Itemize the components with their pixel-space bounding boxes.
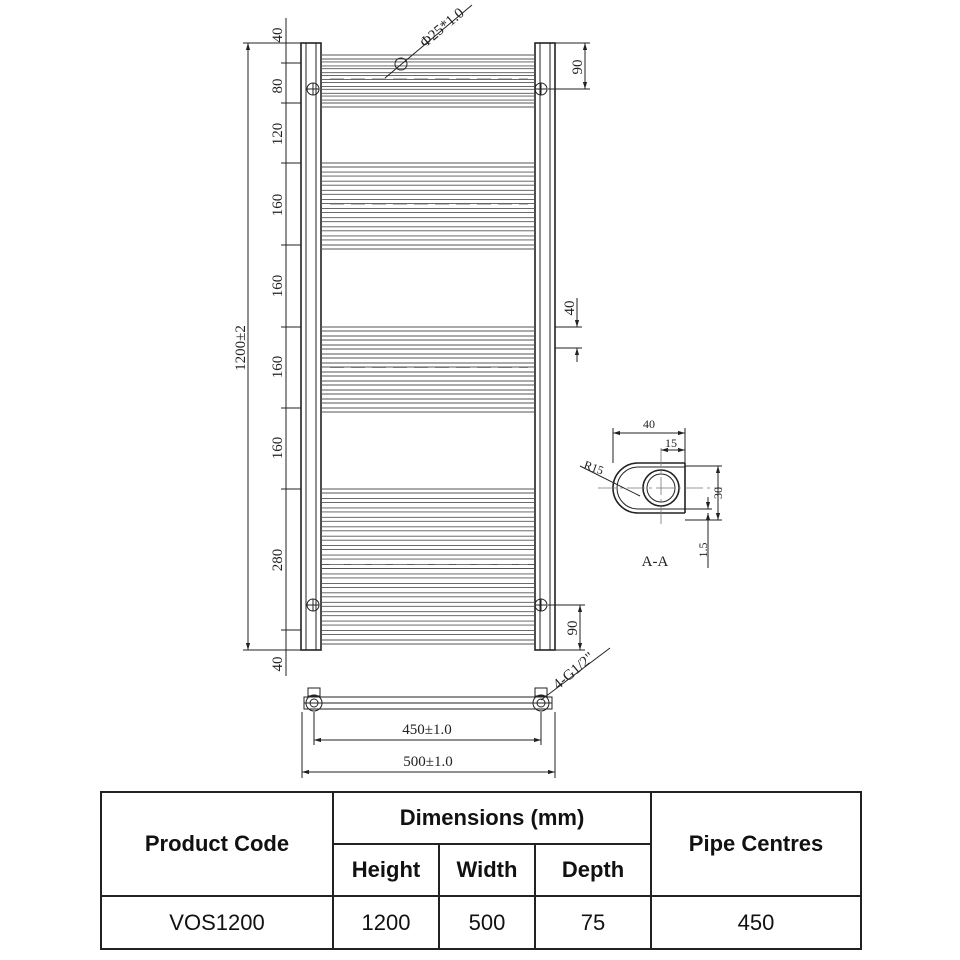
technical-drawing: Φ25*1.0 40 80 120 160 160 160 160 280 40… [233, 4, 725, 778]
section-wall-dim: 1.5 [696, 543, 710, 558]
dim-160-b: 160 [270, 275, 286, 298]
gap-dim: 40 [562, 301, 578, 316]
overall-height-dimension: 1200±2 [233, 42, 301, 651]
section-height-dim: 30 [711, 487, 725, 499]
section-a-a: 40 15 30 1.5 R15 A-A [579, 417, 725, 570]
pipe-centres-label: 450±1.0 [402, 722, 451, 738]
dim-160-c: 160 [270, 356, 286, 379]
left-stile [300, 42, 322, 651]
dim-bottom-margin: 40 [270, 657, 286, 672]
dim-160-a: 160 [270, 194, 286, 217]
header-height: Height [332, 843, 440, 897]
specification-table: Product Code Dimensions (mm) Pipe Centre… [100, 791, 863, 950]
tube-diameter-callout: Φ25*1.0 [384, 4, 473, 79]
overall-width-label: 500±1.0 [403, 754, 452, 770]
tube-diameter-label: Φ25*1.0 [417, 5, 467, 51]
header-width: Width [438, 843, 536, 897]
pipe-centres-dimension: 450±1.0 [313, 712, 542, 745]
plan-view: 4-G1/2" [303, 647, 611, 712]
header-dimensions: Dimensions (mm) [331, 791, 653, 845]
dim-120: 120 [270, 123, 286, 146]
cell-product-code: VOS1200 [100, 895, 334, 950]
dim-top-margin: 40 [270, 28, 286, 43]
wall-bracket-top-left [306, 82, 320, 96]
cell-pipe-centres: 450 [650, 895, 863, 950]
overall-width-dimension: 500±1.0 [301, 712, 556, 778]
right-dimensions: 90 40 90 [548, 42, 590, 651]
section-width-dim: 40 [643, 417, 655, 431]
section-offset-dim: 15 [665, 436, 677, 450]
right-stile [534, 42, 556, 651]
table-row: VOS1200 1200 500 75 450 [100, 895, 863, 950]
top-bracket-dim: 90 [570, 60, 586, 75]
header-product-code: Product Code [100, 791, 334, 897]
header-depth: Depth [533, 843, 653, 897]
section-label: A-A [642, 554, 669, 570]
wall-bracket-bottom-left [306, 598, 320, 612]
cell-width: 500 [438, 895, 536, 950]
bottom-bracket-dim: 90 [565, 621, 581, 636]
cell-height: 1200 [332, 895, 440, 950]
dim-80: 80 [270, 79, 286, 94]
section-radius-label: R15 [582, 458, 606, 478]
towel-rails [321, 54, 535, 645]
dim-160-d: 160 [270, 437, 286, 460]
cell-depth: 75 [533, 895, 653, 950]
wall-bracket-top-right [534, 82, 548, 96]
dim-280: 280 [270, 549, 286, 572]
header-pipe-centres: Pipe Centres [650, 791, 863, 897]
overall-height-label: 1200±2 [233, 325, 249, 371]
left-dimension-chain: 40 80 120 160 160 160 160 280 40 [270, 18, 301, 676]
connection-label: 4-G1/2" [550, 650, 598, 694]
wall-bracket-bottom-right [534, 598, 548, 612]
